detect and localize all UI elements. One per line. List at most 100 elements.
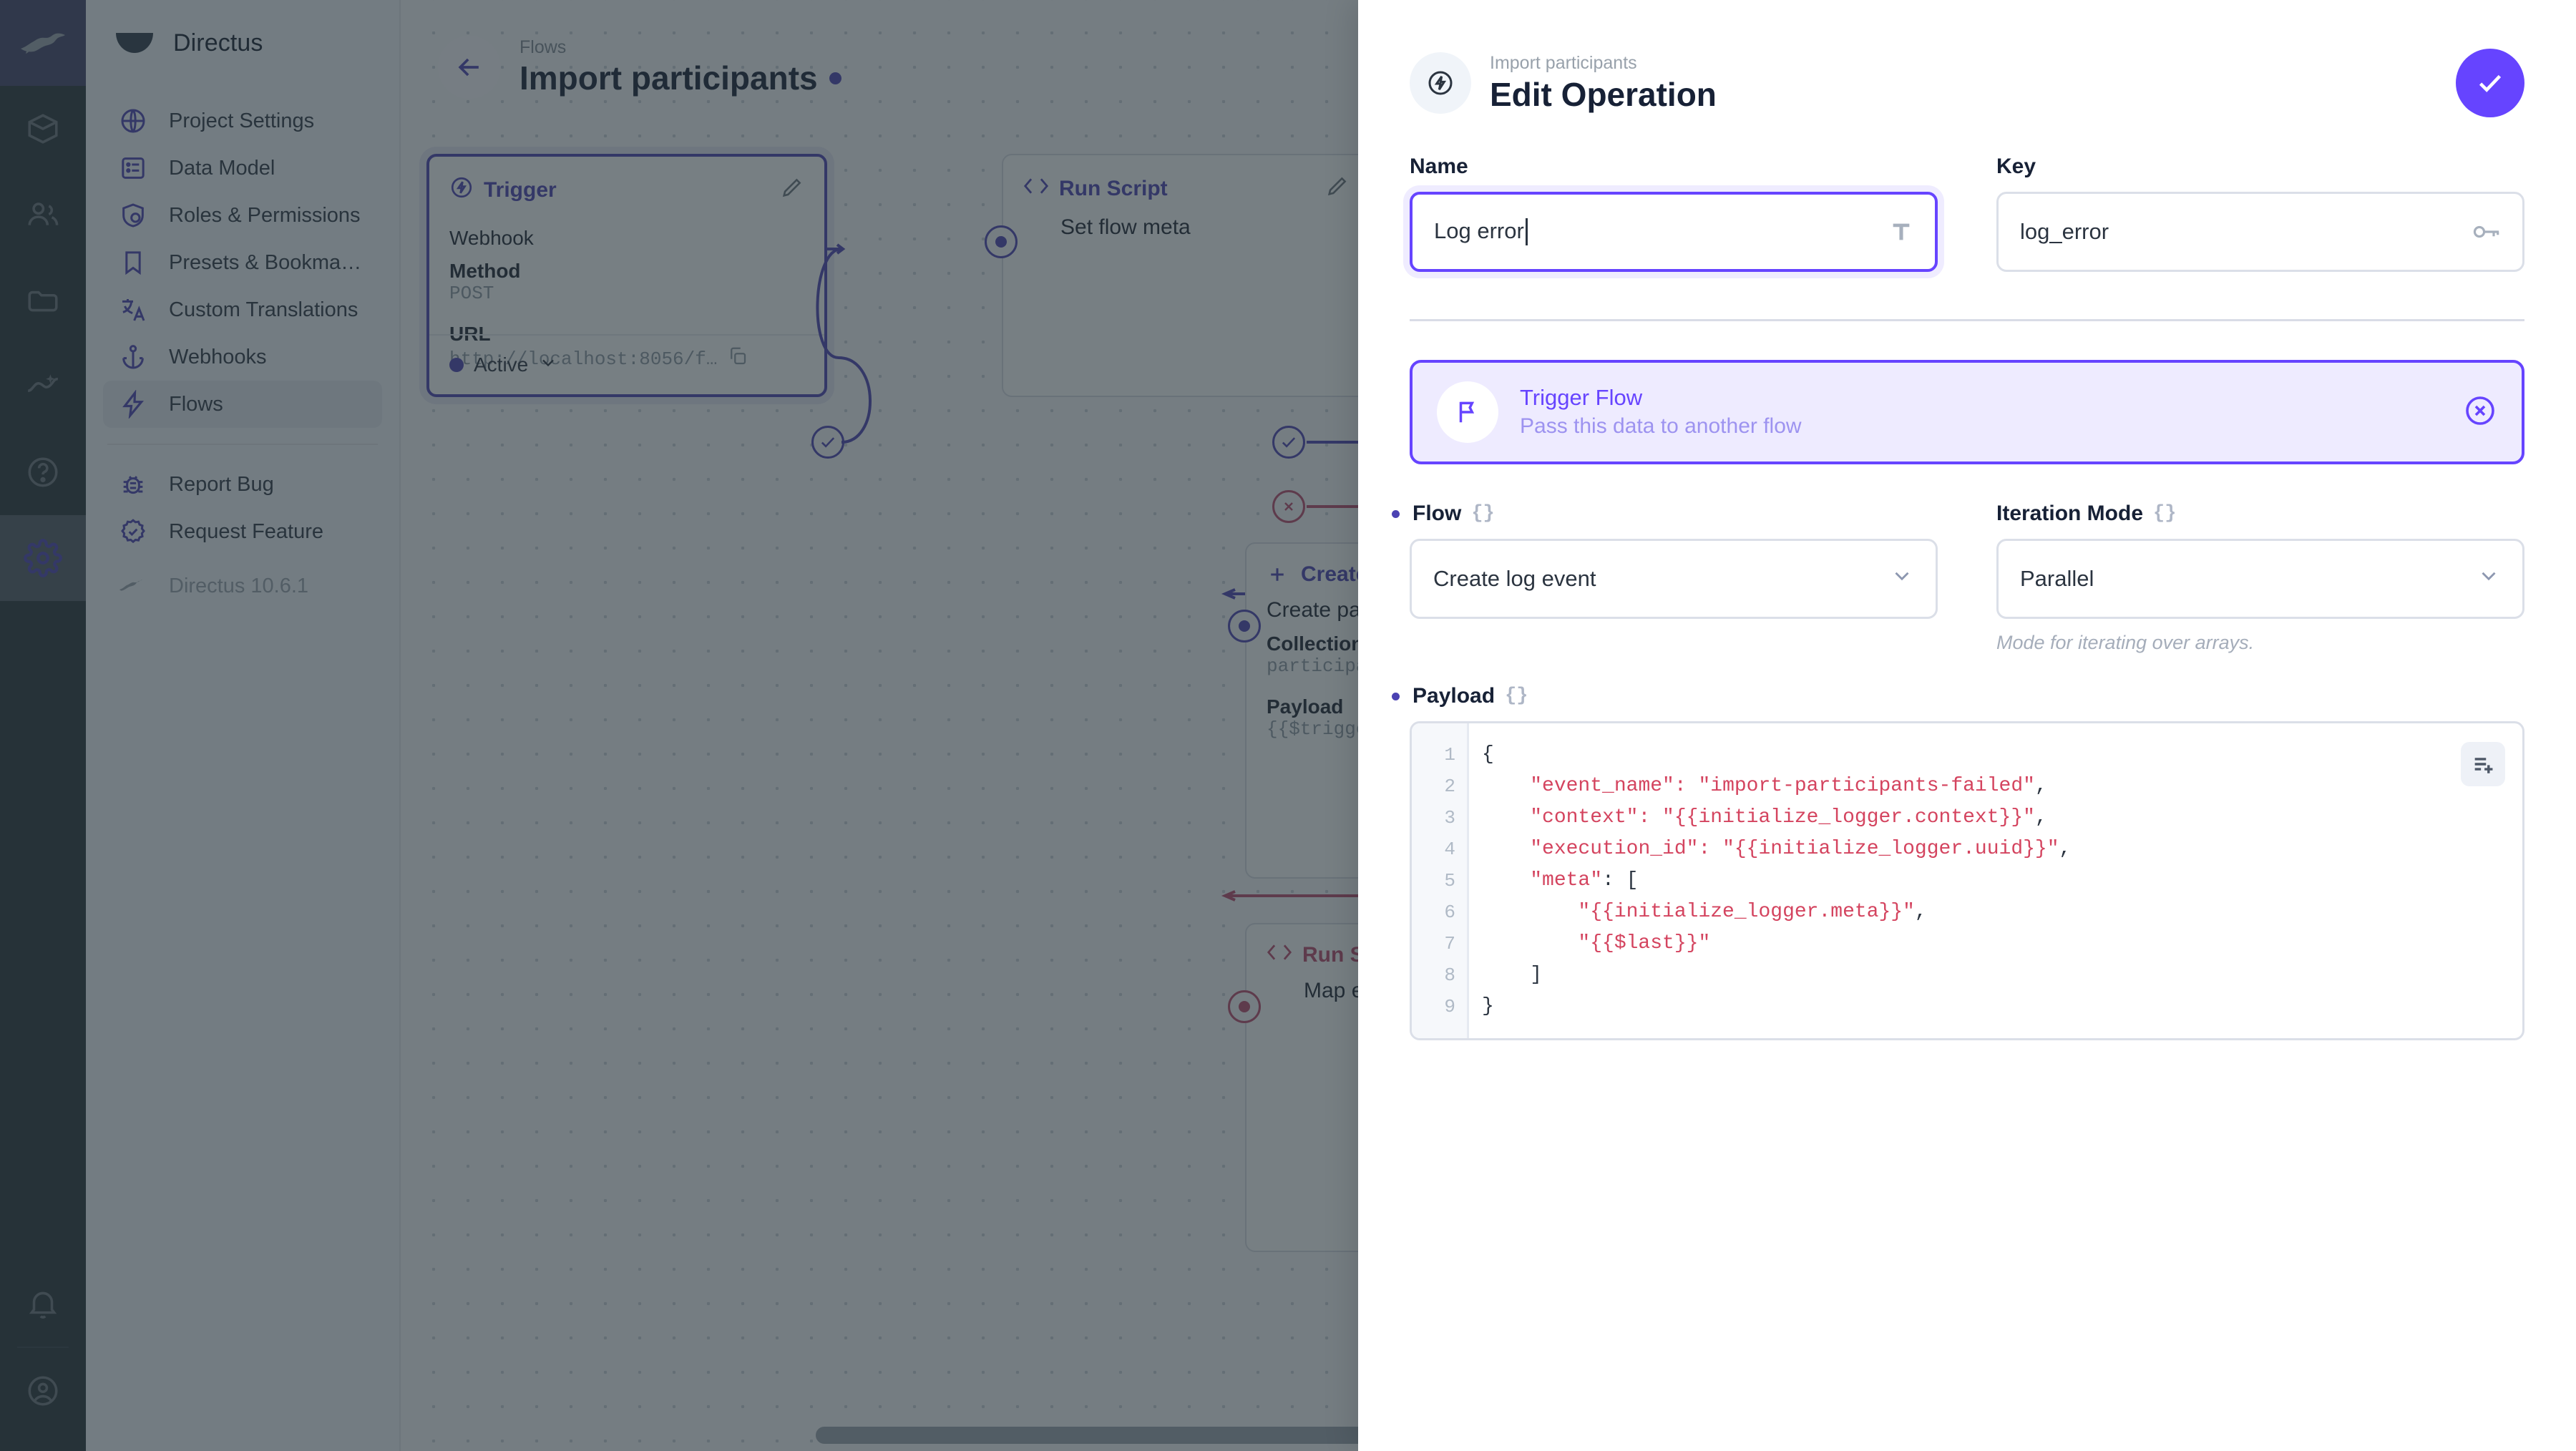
name-field-label: Name	[1410, 155, 1468, 178]
flow-card-type: Run Script	[1059, 177, 1168, 200]
key-field-label: Key	[1996, 155, 2036, 178]
directus-wordmark-icon	[114, 29, 155, 58]
section-divider	[1410, 319, 2524, 321]
rail-item-insights[interactable]	[0, 343, 86, 429]
flow-field: Flow {} Create log event	[1410, 502, 1938, 654]
edit-pencil-icon[interactable]	[1325, 174, 1350, 204]
bookmark-icon	[117, 247, 149, 278]
sidebar-item-label: Webhooks	[169, 345, 267, 368]
unsaved-changes-dot	[829, 72, 841, 85]
flow-iteration-row: Flow {} Create log event Iteration Mode …	[1410, 502, 2524, 654]
name-input[interactable]: Log error	[1410, 192, 1938, 272]
feature-request-icon	[117, 516, 149, 547]
braces-icon: {}	[1471, 503, 1495, 524]
flag-icon	[1437, 381, 1498, 443]
sidebar-item-label: Report Bug	[169, 472, 274, 496]
sidebar-item-webhooks[interactable]: Webhooks	[103, 333, 382, 381]
iteration-mode-select[interactable]: Parallel	[1996, 539, 2524, 619]
flow-field-label: Flow {}	[1410, 502, 1938, 526]
sidebar-item-label: Request Feature	[169, 519, 324, 543]
edit-pencil-icon[interactable]	[780, 175, 804, 205]
maperrors-input-port[interactable]	[1228, 990, 1261, 1023]
sidebar-version-label: Directus 10.6.1	[169, 574, 309, 597]
editor-code-content[interactable]: { "event_name": "import-participants-fai…	[1469, 723, 2522, 1038]
sidebar-item-label: Roles & Permissions	[169, 203, 361, 227]
user-circle-icon[interactable]	[0, 1348, 86, 1434]
flow-card-operation: Set flow meta	[1060, 215, 1191, 239]
braces-icon: {}	[1505, 685, 1528, 707]
rail-item-content[interactable]	[0, 86, 86, 172]
bell-icon[interactable]	[0, 1261, 86, 1347]
rail-item-files[interactable]	[0, 258, 86, 343]
editor-code-line: }	[1482, 995, 1494, 1017]
editor-line-number: 1	[1444, 744, 1455, 766]
sidebar-item-custom-translations[interactable]: Custom Translations	[103, 286, 382, 333]
editor-code-line: {	[1482, 743, 1494, 766]
sidebar-item-report-bug[interactable]: Report Bug	[103, 461, 382, 508]
editor-line-number: 8	[1444, 964, 1455, 986]
editor-line-number: 7	[1444, 933, 1455, 954]
name-field: Name Log error	[1410, 155, 1938, 272]
editor-code-line: ]	[1482, 964, 1543, 986]
rail-item-users[interactable]	[0, 172, 86, 258]
sidebar-item-presets-bookmarks[interactable]: Presets & Bookmar…	[103, 239, 382, 286]
editor-code-line: "context": "{{initialize_logger.context}…	[1530, 806, 2047, 829]
flow-card-run-script[interactable]: Run Script Set flow meta	[1002, 154, 1402, 397]
chevron-down-icon	[538, 353, 558, 378]
page-title-text: Import participants	[519, 59, 818, 97]
iteration-mode-field: Iteration Mode {} Parallel Mode for iter…	[1996, 502, 2524, 654]
sidebar-item-label: Data Model	[169, 156, 275, 180]
trigger-bolt-icon	[449, 175, 474, 205]
editor-code-line: "meta": [	[1530, 869, 1639, 891]
operation-bolt-icon	[1410, 52, 1471, 114]
sidebar-item-roles-permissions[interactable]: Roles & Permissions	[103, 192, 382, 239]
sidebar-brand-label: Directus	[173, 29, 263, 57]
sidebar-item-request-feature[interactable]: Request Feature	[103, 508, 382, 555]
iteration-mode-label: Iteration Mode {}	[1996, 502, 2177, 525]
circle-x-icon[interactable]	[2463, 394, 2497, 431]
banner-title: Trigger Flow	[1520, 384, 1643, 410]
back-button[interactable]	[438, 36, 501, 99]
bolt-icon	[117, 389, 149, 420]
save-button[interactable]	[2456, 49, 2524, 117]
sidebar-item-label: Project Settings	[169, 109, 315, 132]
key-icon	[2472, 220, 2501, 244]
editor-line-number: 5	[1444, 870, 1455, 891]
sidebar-item-project-settings[interactable]: Project Settings	[103, 97, 382, 145]
insert-lines-icon[interactable]	[2461, 742, 2505, 786]
bug-icon	[117, 469, 149, 500]
runscript-input-port[interactable]	[985, 225, 1018, 258]
sidebar-item-data-model[interactable]: Data Model	[103, 145, 382, 192]
drawer-body: Name Log error Key log_error	[1358, 133, 2576, 1040]
drawer-title: Edit Operation	[1490, 75, 1717, 113]
name-input-value: Log error	[1434, 218, 1889, 246]
trigger-status-row[interactable]: Active	[429, 334, 824, 394]
key-input[interactable]: log_error	[1996, 192, 2524, 272]
iteration-mode-hint: Mode for iterating over arrays.	[1996, 632, 2255, 653]
chevron-down-icon	[1890, 564, 1914, 594]
anchor-icon	[117, 341, 149, 373]
rail-item-settings[interactable]	[0, 515, 86, 601]
editor-line-number: 9	[1444, 996, 1455, 1017]
list-box-icon	[117, 152, 149, 184]
flow-card-trigger[interactable]: Trigger Webhook Method POST URL http://l…	[426, 154, 827, 397]
directus-small-logo-icon	[117, 570, 149, 602]
breadcrumb[interactable]: Flows	[519, 36, 567, 57]
status-dot	[449, 358, 464, 372]
directus-rabbit-logo[interactable]	[0, 0, 86, 86]
code-brackets-icon	[1267, 943, 1292, 967]
iteration-mode-value: Parallel	[2020, 566, 2094, 591]
braces-icon: {}	[2153, 503, 2177, 524]
sidebar-brand: Directus	[86, 0, 399, 86]
trigger-kind: Webhook	[449, 227, 534, 249]
rail-item-docs[interactable]	[0, 429, 86, 515]
shield-user-icon	[117, 200, 149, 231]
operation-type-banner[interactable]: Trigger Flow Pass this data to another f…	[1410, 360, 2524, 464]
sidebar-nav-secondary: Report Bug Request Feature Directus 10.6…	[86, 461, 399, 610]
sidebar-item-flows[interactable]: Flows	[103, 381, 382, 428]
key-field: Key log_error	[1996, 155, 2524, 272]
flow-select[interactable]: Create log event	[1410, 539, 1938, 619]
